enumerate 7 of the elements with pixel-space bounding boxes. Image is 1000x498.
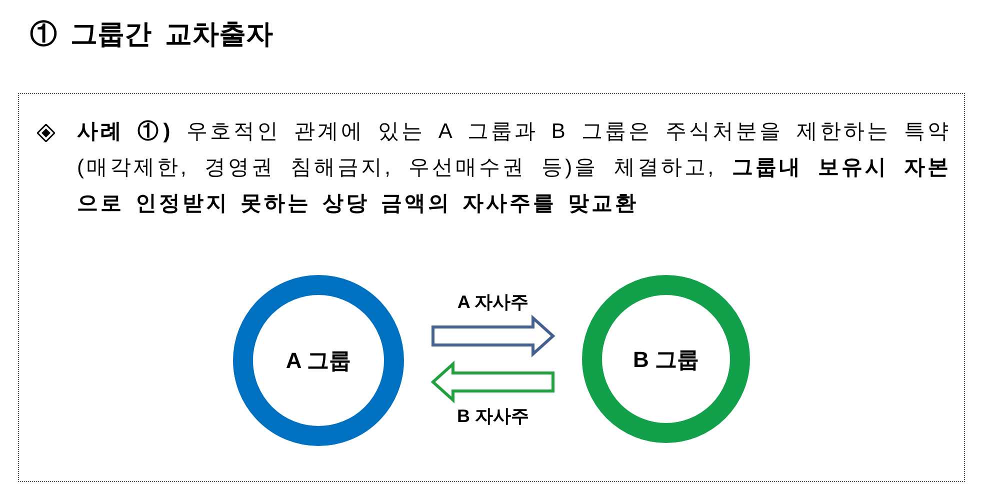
- node-label: A 그룹: [286, 347, 352, 375]
- case-paragraph: 사례 ①) 우호적인 관계에 있는 A 그룹과 B 그룹은 주식처분을 제한하는 특약 (매각제한, 경영권 침해금지, 우선매수권 등)을 체결하고, 그룹내 보유시 자본 으로 인정받지 못하는 상당 금액의 자사주를 맞교환: [77, 119, 951, 217]
- dotted-frame: [18, 93, 965, 482]
- node-label: B 그룹: [633, 346, 699, 374]
- heading: ① 그룹간 교차출자: [30, 18, 274, 51]
- block-arrow: [432, 314, 556, 358]
- block-arrow: [430, 360, 554, 404]
